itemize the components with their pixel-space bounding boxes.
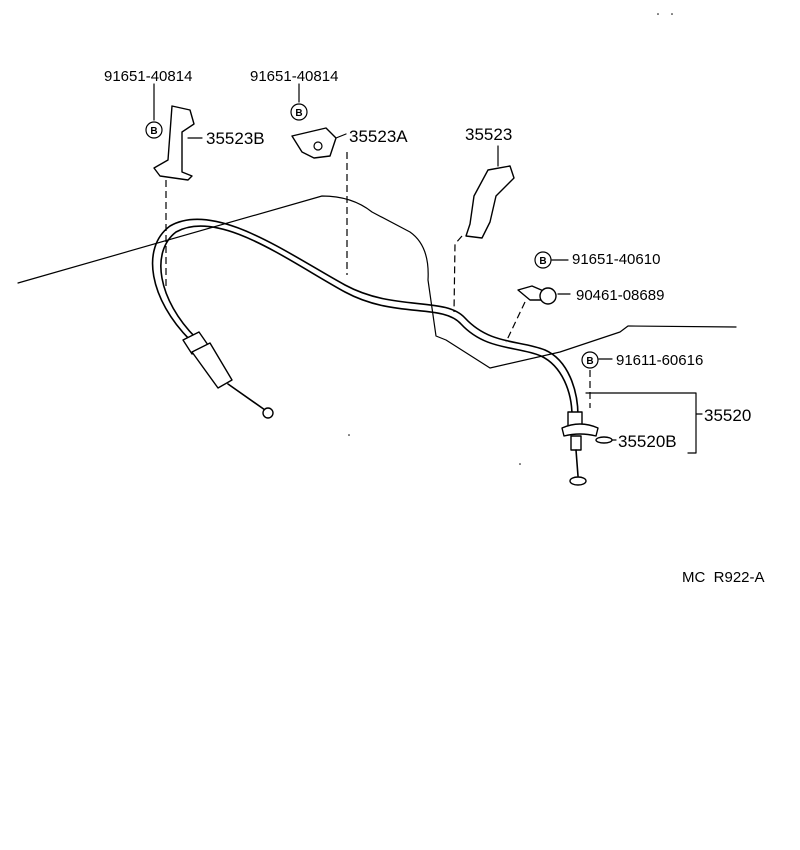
leader-cable-assy [585, 392, 703, 454]
label-bolt-lower: 91611-60616 [616, 352, 703, 369]
svg-text:B: B [150, 126, 157, 137]
dash-clip [505, 301, 526, 343]
label-clip: 90461-08689 [576, 287, 664, 304]
figure-code: MC R922-A [682, 569, 765, 586]
label-bolt-right: 91651-40610 [572, 251, 660, 268]
svg-text:B: B [586, 356, 593, 367]
label-bolt-mid: 91651-40814 [250, 68, 338, 85]
label-35523: 35523 [465, 125, 512, 144]
label-35520: 35520 [704, 406, 751, 425]
svg-text:B: B [295, 108, 302, 119]
dash-35523 [453, 235, 463, 313]
speck [657, 13, 659, 15]
bracket-35523a [291, 127, 337, 159]
label-35523a: 35523A [349, 127, 408, 146]
svg-text:B: B [539, 256, 546, 267]
bolt-marker-right: B [534, 251, 552, 269]
label-35523b: 35523B [206, 129, 265, 148]
control-cable-outer [160, 225, 573, 417]
bracket-35523a-hole [313, 141, 323, 151]
label-bolt-left: 91651-40814 [104, 68, 192, 85]
label-35520b: 35520B [618, 432, 677, 451]
bracket-35523 [465, 165, 515, 239]
speck [348, 434, 350, 436]
body-outline [17, 195, 737, 369]
bolt-marker-left: B [145, 121, 163, 139]
bolt-marker-lower: B [581, 351, 599, 369]
leader-35523a [335, 133, 347, 139]
bracket-35523b [153, 105, 195, 181]
grommet-35520b [595, 436, 613, 444]
bolt-marker-mid: B [290, 103, 308, 121]
clip-90461-08689 [517, 285, 557, 305]
speck [671, 13, 673, 15]
speck [519, 463, 521, 465]
cable-end-left [182, 331, 274, 419]
control-cable [151, 218, 579, 417]
cable-end-right [561, 411, 599, 486]
